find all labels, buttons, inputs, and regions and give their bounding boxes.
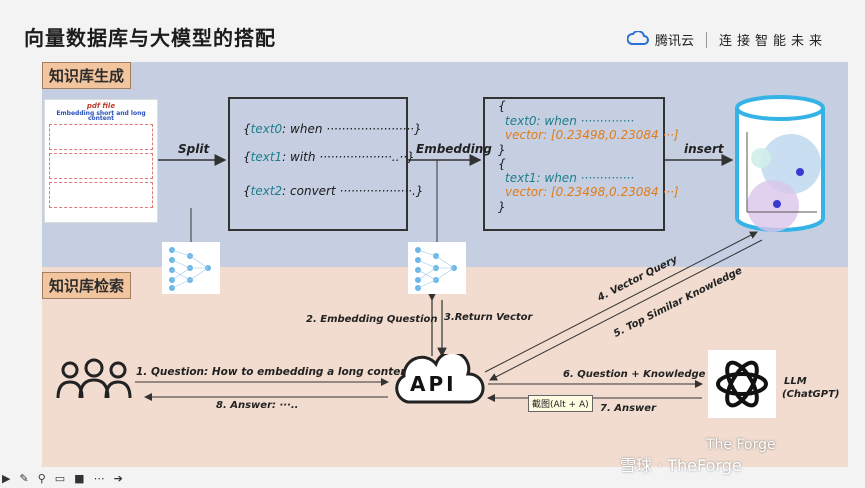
video-icon[interactable]: ■ <box>74 472 85 485</box>
chunk-key: text0 <box>250 122 283 136</box>
insert-label: insert <box>684 142 724 156</box>
build-section-tag: 知识库生成 <box>42 62 132 89</box>
pdf-document: pdf file Embedding short and long conten… <box>44 99 158 223</box>
chunk-text0: {text0: when ·······················} <box>243 122 422 136</box>
chunk-rest: : when ·······················} <box>282 122 422 136</box>
watermark-brand: The Forge <box>706 437 776 453</box>
users-icon <box>56 358 132 399</box>
api-cloud-icon <box>395 354 485 404</box>
brand-divider <box>706 31 708 48</box>
chunk-rest: : convert ···················.} <box>282 184 424 198</box>
screenshot-tooltip: 截图(Alt + A) <box>528 395 593 412</box>
return-vector-label: 3.Return Vector <box>444 312 533 323</box>
document-title: Embedding short and long content <box>56 110 146 122</box>
vector-query-arrow <box>484 231 758 373</box>
vector-value1: vector: [0.23498,0.23084 ···] <box>505 185 679 199</box>
question-label: 1. Question: How to embedding a long con… <box>136 366 419 378</box>
answer-label: 8. Answer: ···.. <box>216 400 299 411</box>
document-paragraph <box>49 182 153 208</box>
document-paragraph <box>49 124 153 150</box>
search-icon[interactable]: ⚲ <box>37 472 46 485</box>
embedding-label: Embedding <box>416 142 492 156</box>
vector-brace: { <box>498 157 506 171</box>
retrieve-section-tag: 知识库检索 <box>42 272 132 299</box>
chunk-key: text1 <box>250 150 283 164</box>
openai-logo-icon <box>716 360 768 408</box>
chunks-box <box>228 97 408 231</box>
vectors-box <box>483 97 665 231</box>
cloud-logo-icon <box>626 29 649 49</box>
api-label: API <box>410 372 457 396</box>
vector-database-icon <box>735 95 825 232</box>
chunk-text1: {text1: with ···················..··} <box>243 150 415 164</box>
llm-sub-label: (ChatGPT) <box>782 389 840 400</box>
page-title: 向量数据库与大模型的搭配 <box>24 26 276 50</box>
build-panel <box>42 62 848 267</box>
pen-icon[interactable]: ✎ <box>19 472 29 485</box>
vector-text0: text0: when ·············· <box>505 114 635 128</box>
question-knowledge-label: 6. Question + Knowledge <box>563 369 706 380</box>
embedding-question-label: 2. Embedding Question <box>306 314 438 325</box>
answer7-label: 7. Answer <box>600 403 657 414</box>
llm-label: LLM <box>784 376 807 387</box>
watermark-main: 雪球 · TheForge <box>620 456 742 475</box>
vector-value0: vector: [0.23498,0.23084 ···] <box>505 128 679 142</box>
top-similar-arrow <box>489 239 763 381</box>
captions-icon[interactable]: ▭ <box>54 472 66 485</box>
vector-text1: text1: when ·············· <box>505 171 635 185</box>
presentation-toolbar: ▶ ✎ ⚲ ▭ ■ ⋯ ➔ <box>2 472 123 485</box>
play-icon[interactable]: ▶ <box>2 472 11 485</box>
brand-slogan: 连接智能未来 <box>719 34 828 49</box>
brand: 腾讯云 连接智能未来 <box>626 29 828 49</box>
split-label: Split <box>178 142 210 156</box>
document-paragraph <box>49 153 153 179</box>
chunk-text2: {text2: convert ···················.} <box>243 184 424 198</box>
chatgpt-logo-box <box>708 350 776 418</box>
more-icon[interactable]: ⋯ <box>93 472 105 485</box>
chunk-key: text2 <box>250 184 283 198</box>
next-icon[interactable]: ➔ <box>113 472 123 485</box>
pdf-file-label: pdf file <box>86 102 116 110</box>
neural-network-icon <box>162 242 220 294</box>
neural-network-icon <box>408 242 466 294</box>
vector-brace: { <box>498 99 506 113</box>
vector-brace: } <box>498 143 506 157</box>
vector-brace: } <box>498 200 506 214</box>
brand-name: 腾讯云 <box>655 34 695 49</box>
chunk-rest: : with ···················..··} <box>282 150 415 164</box>
